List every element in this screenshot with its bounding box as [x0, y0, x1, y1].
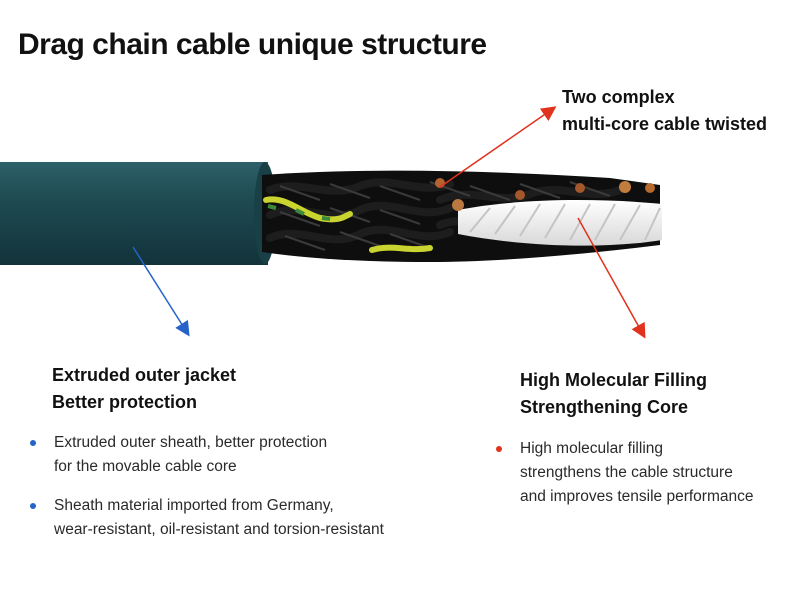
callout-line: High Molecular Filling: [520, 370, 708, 390]
copper-ends: [435, 178, 655, 211]
list-item: Sheath material imported from Germany, w…: [30, 494, 470, 542]
page-title: Drag chain cable unique structure: [18, 28, 487, 61]
list-item: High molecular filling strengthens the c…: [496, 437, 796, 509]
callout-line: Two complex: [562, 87, 675, 107]
arrow-twisted: [439, 106, 557, 188]
filling-features-list: High molecular filling strengthens the c…: [496, 437, 796, 524]
callout-line: Extruded outer jacket: [52, 365, 237, 385]
bullet-dot-icon: [30, 503, 36, 509]
bullet-dot-icon: [30, 440, 36, 446]
list-item: Extruded outer sheath, better protection…: [30, 431, 470, 479]
callout-twisted-cores: Two complex multi-core cable twisted: [562, 84, 767, 138]
filler-core: [458, 200, 662, 246]
callout-line: Strengthening Core: [520, 397, 689, 417]
callout-line: multi-core cable twisted: [562, 114, 768, 134]
callout-outer-jacket: Extruded outer jacket Better protection: [52, 362, 236, 416]
jacket-features-list: Extruded outer sheath, better protection…: [30, 431, 470, 557]
bullet-dot-icon: [496, 446, 502, 452]
earth-wire: [263, 196, 353, 223]
callout-filling-core: High Molecular Filling Strengthening Cor…: [520, 367, 707, 421]
callout-line: Better protection: [52, 392, 198, 412]
arrow-filling: [577, 217, 646, 339]
arrow-jacket: [132, 246, 190, 337]
